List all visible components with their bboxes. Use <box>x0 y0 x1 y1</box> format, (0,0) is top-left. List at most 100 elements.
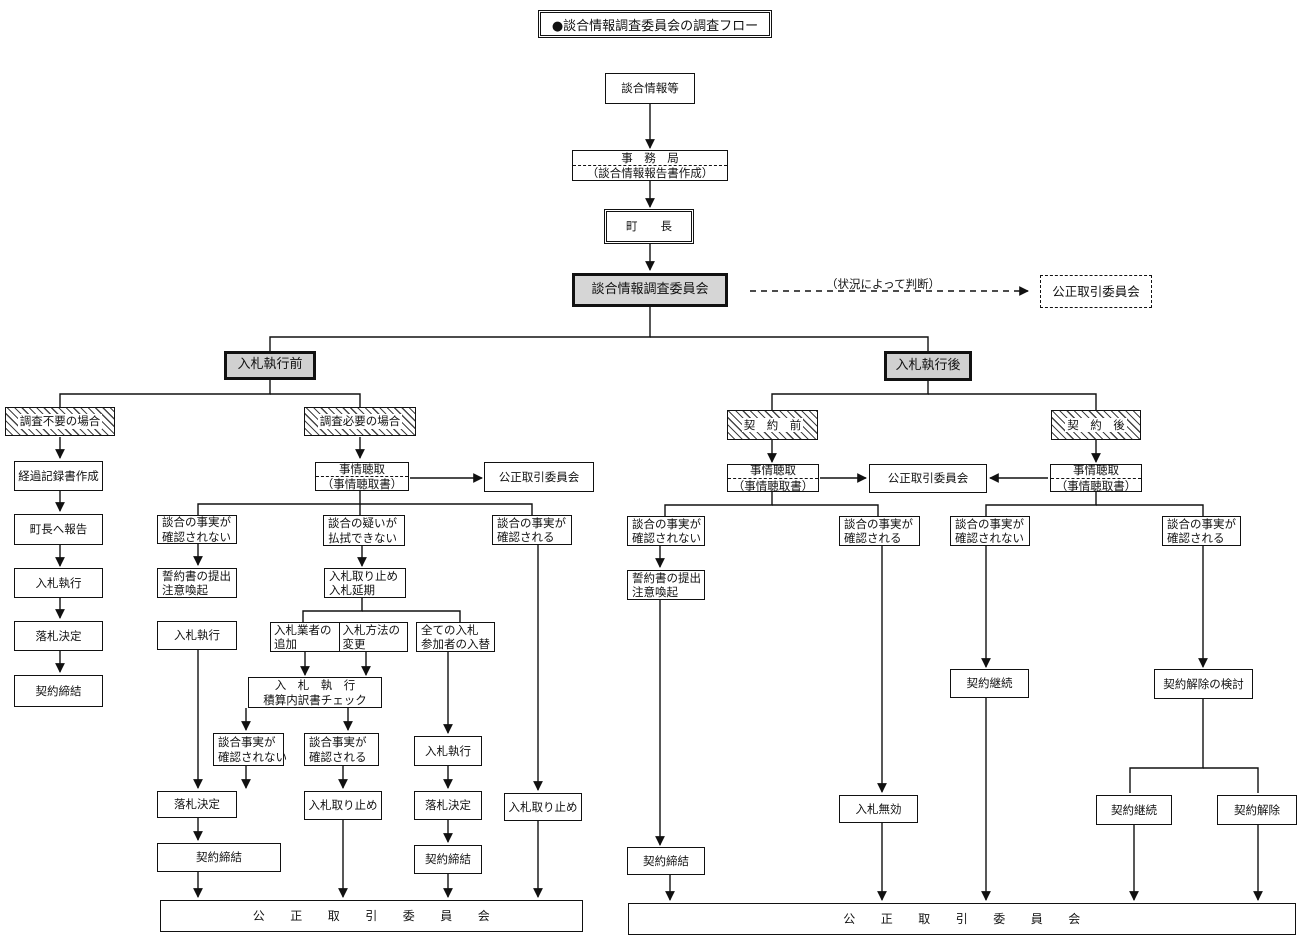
f-head-line1: 談合の事実が <box>844 516 913 531</box>
hearing-post-sub: （事情聴取書） <box>1051 477 1141 493</box>
office-sub: （談合情報報告書作成） <box>573 165 727 180</box>
a-head-line1: 談合の事実が <box>162 515 231 530</box>
b-head-line1: 談合の疑いが <box>328 516 397 531</box>
after-head: 入札執行後 <box>884 351 972 381</box>
b-nc-line1: 談合事実が <box>218 735 276 750</box>
judge-note: （状況によって判断） <box>826 277 941 291</box>
c-head-line1: 全ての入札 <box>421 622 479 637</box>
a-head: 談合の事実が 確認されない <box>157 515 237 544</box>
b-add-line2: 追加 <box>274 637 297 651</box>
f-void: 入札無効 <box>839 795 918 823</box>
d-stop: 入札取り止め <box>504 793 582 821</box>
d-head-line1: 談合の事実が <box>497 515 566 530</box>
ftc-before-side: 公正取引委員会 <box>484 462 594 492</box>
hearing-before-node: 事情聴取 （事情聴取書） <box>315 462 409 491</box>
b-c-line2: 確認される <box>309 749 367 764</box>
no-need-label: 調査不要の場合 <box>17 414 103 429</box>
h-head-line1: 談合の事実が <box>1167 516 1236 531</box>
hearing-before-label: 事情聴取 <box>339 461 385 476</box>
no-need-step-3: 入札執行 <box>14 568 103 598</box>
a-head-line2: 確認されない <box>162 529 231 544</box>
b-confirmed: 談合事実が 確認される <box>304 733 379 766</box>
e-head-line1: 談合の事実が <box>632 516 701 531</box>
g-head: 談合の事実が 確認されない <box>950 516 1030 546</box>
h-head: 談合の事実が 確認される <box>1162 516 1241 546</box>
e-contract: 契約締結 <box>627 847 705 875</box>
hearing-before-sub: （事情聴取書） <box>316 476 408 491</box>
c-head: 全ての入札 参加者の入替 <box>416 622 495 652</box>
b-stop2: 入札取り止め <box>304 791 382 820</box>
e-pledge: 誓約書の提出 注意喚起 <box>627 570 705 600</box>
need-label: 調査必要の場合 <box>317 414 403 429</box>
hearing-post-label: 事情聴取 <box>1073 463 1119 478</box>
b-change: 入札方法の変更 <box>338 622 408 651</box>
no-need-node: 調査不要の場合 <box>5 407 115 436</box>
hearing-pre-label: 事情聴取 <box>750 463 796 478</box>
ftc-after-mid: 公正取引委員会 <box>869 464 987 493</box>
e-pledge-line1: 誓約書の提出 <box>632 570 701 585</box>
mayor-node: 町 長 <box>604 209 694 244</box>
g-keep: 契約継続 <box>950 669 1029 698</box>
hearing-pre-sub: （事情聴取書） <box>728 477 818 493</box>
b-head-line2: 払拭できない <box>328 530 397 545</box>
committee-node: 談合情報調査委員会 <box>572 273 728 307</box>
post-contract-node: 契 約 後 <box>1051 410 1141 440</box>
a-pledge-line2: 注意喚起 <box>162 583 208 597</box>
pre-contract-node: 契 約 前 <box>727 410 818 440</box>
b-change-line1: 入札方法の <box>342 622 401 637</box>
b-c-line1: 談合事実が <box>309 735 367 750</box>
b-add-line1: 入札業者の <box>274 622 332 637</box>
c-exec: 入札執行 <box>414 736 482 766</box>
b-exec-label: 入 札 執 行 <box>274 678 356 693</box>
e-pledge-line2: 注意喚起 <box>632 585 678 599</box>
f-head: 談合の事実が 確認される <box>839 516 920 546</box>
h-review: 契約解除の検討 <box>1154 669 1253 699</box>
hearing-pre-node: 事情聴取 （事情聴取書） <box>727 463 819 493</box>
office-node: 事 務 局 （談合情報報告書作成） <box>572 150 728 181</box>
no-need-step-2: 町長へ報告 <box>14 514 103 545</box>
a-pledge-line1: 誓約書の提出 <box>162 568 231 583</box>
g-head-line2: 確認されない <box>955 531 1024 545</box>
b-head: 談合の疑いが 払拭できない <box>323 515 405 546</box>
c-award: 落札決定 <box>414 791 482 820</box>
no-need-step-5: 契約締結 <box>14 675 103 707</box>
h-head-line2: 確認される <box>1167 531 1225 545</box>
a-exec: 入札執行 <box>157 621 237 650</box>
b-add: 入札業者の追加 <box>271 623 339 651</box>
b-stop-line1: 入札取り止め <box>329 568 398 583</box>
g-head-line1: 談合の事実が <box>955 516 1024 531</box>
h-cancel: 契約解除 <box>1217 795 1297 825</box>
b-options: 入札業者の追加 入札方法の変更 <box>270 622 408 652</box>
a-pledge: 誓約書の提出 注意喚起 <box>157 568 237 598</box>
before-head: 入札執行前 <box>224 351 316 380</box>
hearing-post-node: 事情聴取 （事情聴取書） <box>1050 463 1142 493</box>
ftc-bottom-after: 公 正 取 引 委 員 会 <box>628 903 1296 935</box>
c-head-line2: 参加者の入替 <box>421 637 490 651</box>
no-need-step-1: 経過記録書作成 <box>14 461 103 491</box>
e-head: 談合の事実が 確認されない <box>627 516 705 546</box>
d-head-line2: 確認される <box>497 530 555 544</box>
no-need-step-4: 落札決定 <box>14 621 103 651</box>
b-nc-line2: 確認されない <box>218 749 287 764</box>
office-label: 事 務 局 <box>621 150 679 165</box>
diagram-title: ●談合情報調査委員会の調査フロー <box>538 10 772 38</box>
f-head-line2: 確認される <box>844 531 902 545</box>
post-contract-label: 契 約 後 <box>1065 417 1127 433</box>
b-stop-line2: 入札延期 <box>329 583 375 597</box>
b-exec: 入 札 執 行 積算内訳書チェック <box>248 677 382 708</box>
c-contract: 契約締結 <box>414 845 482 874</box>
ftc-top-node: 公正取引委員会 <box>1040 275 1152 308</box>
b-exec-sub: 積算内訳書チェック <box>263 692 367 707</box>
a-contract: 契約締結 <box>157 843 281 872</box>
ftc-bottom-before: 公 正 取 引 委 員 会 <box>160 900 583 932</box>
e-head-line2: 確認されない <box>632 531 701 545</box>
a-award: 落札決定 <box>157 791 237 818</box>
info-node: 談合情報等 <box>605 73 695 104</box>
pre-contract-label: 契 約 前 <box>741 417 804 433</box>
d-head: 談合の事実が 確認される <box>492 515 572 545</box>
h-keep: 契約継続 <box>1096 795 1172 825</box>
b-not-confirmed: 談合事実が 確認されない <box>213 733 287 766</box>
b-change-line2: 変更 <box>342 637 366 651</box>
need-node: 調査必要の場合 <box>304 407 416 436</box>
